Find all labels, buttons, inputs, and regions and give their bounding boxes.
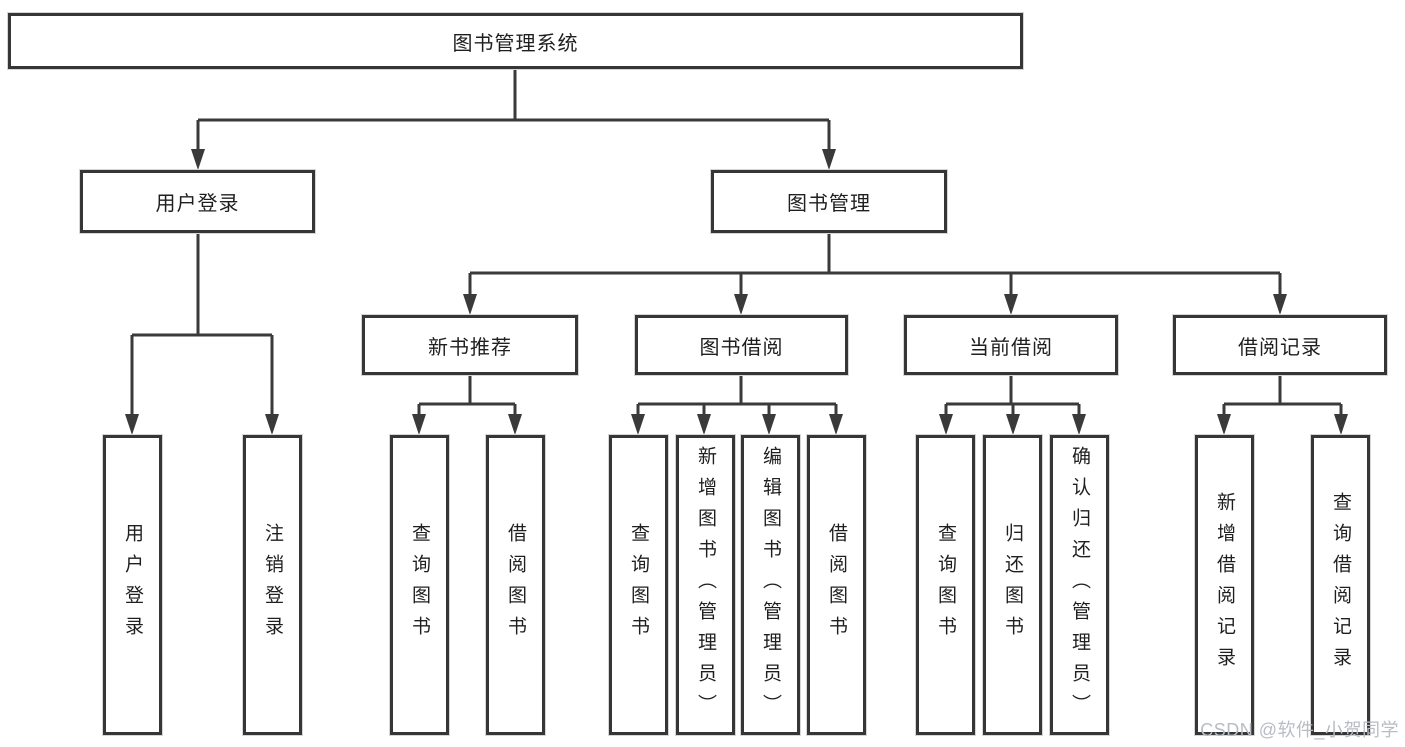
node-label: 确认归还（管理员） [1069, 445, 1090, 725]
node-library-management-system: 图书管理系统 [8, 13, 1023, 69]
leaf-add-books-admin: 新增图书（管理员） [676, 435, 735, 735]
node-label: 借阅记录 [1238, 336, 1322, 359]
node-label: 查询图书 [409, 523, 430, 647]
node-label: 注销登录 [262, 523, 283, 647]
node-book-borrowing: 图书借阅 [635, 315, 848, 375]
node-label: 当前借阅 [969, 336, 1053, 359]
node-book-management: 图书管理 [711, 170, 947, 233]
leaf-query-books-borrow: 查询图书 [609, 435, 668, 735]
leaf-logout: 注销登录 [243, 435, 302, 735]
node-new-book-recommendation: 新书推荐 [362, 315, 578, 375]
node-borrowing-records: 借阅记录 [1173, 315, 1387, 375]
node-label: 归还图书 [1002, 523, 1023, 647]
node-label: 借阅图书 [826, 523, 847, 647]
leaf-query-books-recommend: 查询图书 [390, 435, 449, 735]
node-label: 新增借阅记录 [1214, 492, 1235, 678]
node-label: 新书推荐 [428, 336, 512, 359]
node-label: 查询图书 [935, 523, 956, 647]
node-label: 编辑图书（管理员） [760, 445, 781, 725]
leaf-query-borrow-record: 查询借阅记录 [1311, 435, 1370, 735]
arrowheads [125, 149, 1348, 435]
leaf-add-borrow-record: 新增借阅记录 [1195, 435, 1254, 735]
node-user-login: 用户登录 [80, 170, 315, 233]
node-label: 新增图书（管理员） [695, 445, 716, 725]
node-label: 查询借阅记录 [1330, 492, 1351, 678]
csdn-watermark: CSDN @软件_小贺同学 [1200, 720, 1399, 740]
node-label: 用户登录 [155, 193, 240, 215]
leaf-user-login: 用户登录 [103, 435, 162, 735]
node-label: 借阅图书 [505, 523, 526, 647]
node-label: 图书借阅 [699, 336, 784, 359]
node-current-borrowing: 当前借阅 [904, 315, 1118, 375]
leaf-edit-books-admin: 编辑图书（管理员） [741, 435, 800, 735]
leaf-confirm-return-admin: 确认归还（管理员） [1050, 435, 1109, 735]
leaf-borrow-books: 借阅图书 [807, 435, 866, 735]
node-label: 图书管理 [787, 193, 871, 215]
leaf-borrow-books-recommend: 借阅图书 [486, 435, 545, 735]
node-label: 用户登录 [122, 523, 143, 647]
node-label: 图书管理系统 [452, 32, 579, 55]
leaf-query-books-current: 查询图书 [916, 435, 975, 735]
node-label: 查询图书 [628, 523, 649, 647]
leaf-return-books: 归还图书 [983, 435, 1042, 735]
